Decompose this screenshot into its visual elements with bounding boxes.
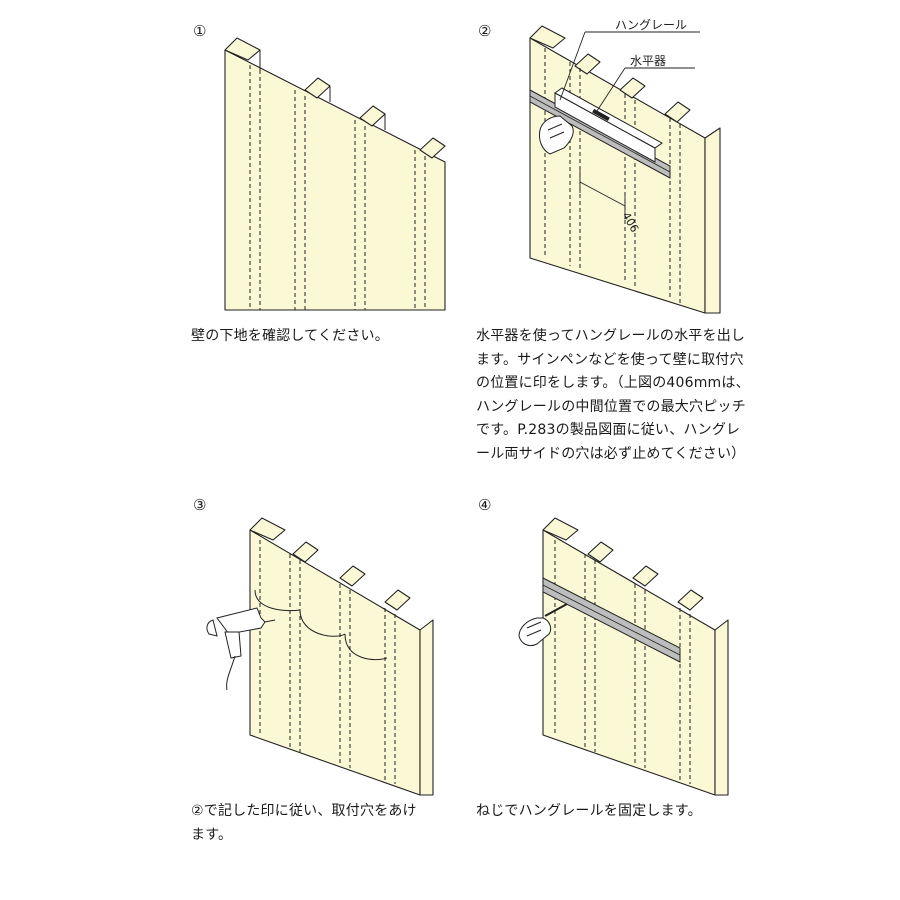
- caption-line: ハングレールの中間位置での最大穴ピッチ: [476, 398, 746, 415]
- caption-line: です。P.283の製品図面に従い、ハングレ: [476, 422, 741, 438]
- caption-line: 水平器を使ってハングレールの水平を出し: [476, 328, 746, 344]
- level-and-rail-figure: 406 ハングレール 水平器: [529, 18, 721, 314]
- hand-holding-level-icon: [539, 115, 574, 155]
- caption-line: ②で記した印に従い、取付穴をあけ: [191, 803, 417, 819]
- caption-line: 壁の下地を確認してください。: [191, 328, 389, 344]
- rail-label: ハングレール: [615, 18, 687, 32]
- caption-line: ます。: [191, 826, 233, 843]
- wall-studs-figure: [224, 37, 446, 311]
- caption-line: ねじでハングレールを固定します。: [476, 803, 702, 819]
- caption-line: の位置に印をします。（上図の406mmは、: [476, 375, 750, 391]
- drill-icon: [206, 607, 276, 691]
- caption-line: ます。サインペンなどを使って壁に取付穴: [476, 351, 744, 368]
- step-number: ②: [478, 22, 492, 40]
- drilling-figure: [206, 517, 434, 796]
- screw-fixing-figure: [518, 517, 729, 796]
- step-number: ③: [193, 496, 207, 514]
- step-number: ①: [193, 22, 207, 40]
- level-label: 水平器: [630, 54, 666, 68]
- hand-with-screwdriver-icon: [518, 603, 568, 647]
- caption-line: ール両サイドの穴は必ず止めてください）: [476, 445, 746, 462]
- step-number: ④: [478, 496, 492, 514]
